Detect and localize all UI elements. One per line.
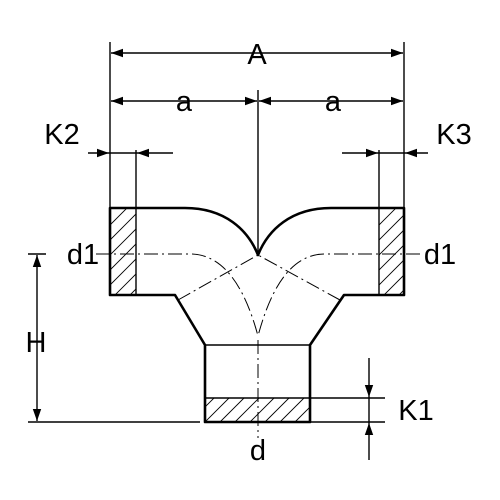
dimension-a-right: a <box>259 86 403 118</box>
dimension-K2: K2 <box>44 119 173 158</box>
label-A: A <box>247 39 267 71</box>
label-H: H <box>26 327 47 359</box>
hatch-bottom-socket <box>205 398 310 422</box>
label-K3: K3 <box>436 119 471 151</box>
fitting-outline <box>108 206 406 424</box>
label-K2: K2 <box>44 119 79 151</box>
dimension-K1: K1 <box>364 358 434 460</box>
centerlines <box>96 253 420 438</box>
dimension-A: A <box>111 39 403 71</box>
dimension-a-left: a <box>111 86 257 118</box>
dimension-K3: K3 <box>342 119 472 158</box>
label-a-right: a <box>325 86 342 118</box>
label-d1-right: d1 <box>424 239 456 271</box>
label-a-left: a <box>176 86 193 118</box>
hatch-left-socket <box>110 208 136 295</box>
extension-lines <box>28 42 405 423</box>
hatch-right-socket <box>379 208 404 295</box>
dimension-H: H <box>26 253 47 421</box>
label-K1: K1 <box>398 395 433 427</box>
label-d: d <box>250 435 266 467</box>
label-d1-left: d1 <box>67 239 99 271</box>
